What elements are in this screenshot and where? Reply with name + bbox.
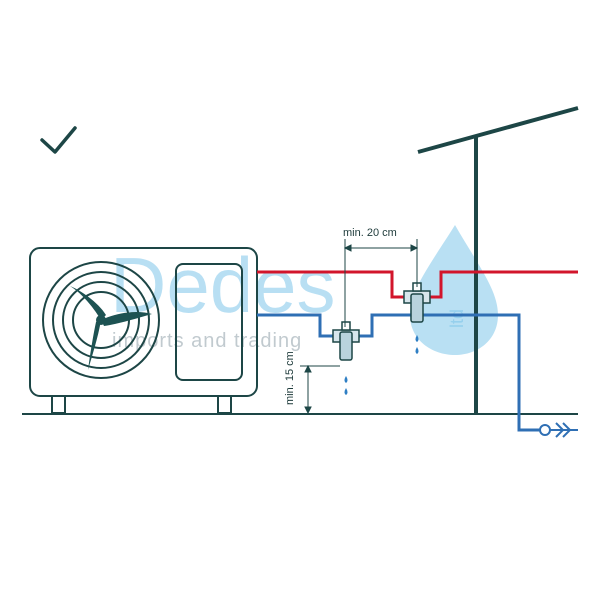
watermark-tagline: imports and trading [112, 330, 302, 352]
fan-grille [42, 261, 160, 379]
watermark-suffix: ltd [447, 309, 467, 328]
fan-icon [70, 286, 152, 370]
outdoor-unit-foot-right [217, 395, 232, 414]
water-drop-icon [344, 335, 419, 395]
check-valve-icon [539, 422, 578, 438]
cold-pipe-filter [332, 321, 360, 361]
outdoor-unit-panel [175, 263, 243, 381]
vertical-dimension-label: min. 15 cm [284, 351, 296, 405]
outdoor-unit-foot-left [51, 395, 66, 414]
vertical-dimension [300, 364, 340, 415]
checkmark-icon [40, 126, 77, 154]
watermark-drop-icon [410, 225, 498, 355]
horizontal-dimension-label: min. 20 cm [343, 227, 397, 239]
horizontal-dimension [343, 239, 419, 327]
canopy-roof [417, 106, 579, 154]
cold-pipe [257, 313, 540, 432]
outdoor-unit [29, 247, 258, 414]
outdoor-unit-body [29, 247, 258, 397]
